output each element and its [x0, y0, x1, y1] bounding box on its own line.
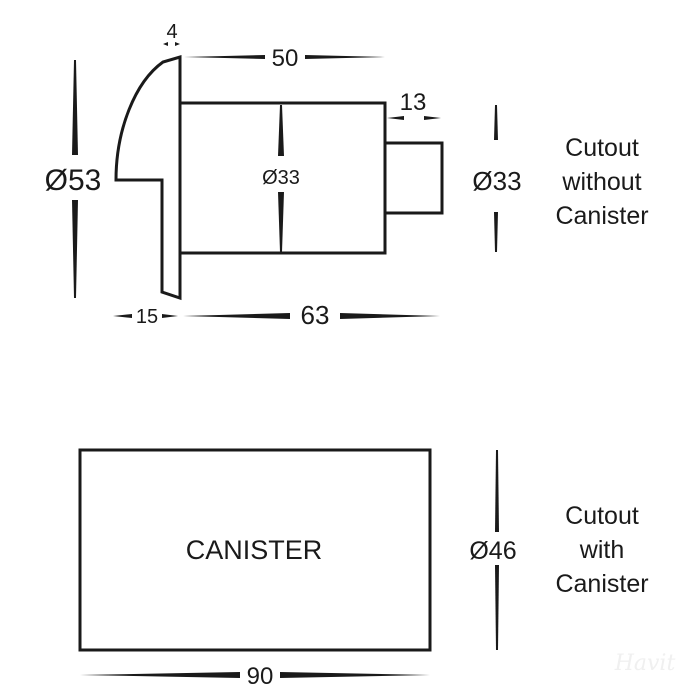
- arrow-right: [175, 42, 180, 46]
- arrow-left: [387, 116, 404, 120]
- dim-15-right: [162, 314, 178, 318]
- caption-with-canister: Cutout with Canister: [555, 502, 648, 598]
- canister-label: CANISTER: [186, 535, 323, 565]
- caption-line-2: with: [579, 536, 624, 564]
- dim-label-63: 63: [301, 300, 330, 330]
- dim-line-bottom: [494, 212, 498, 252]
- dim-body-length: 50: [184, 45, 385, 72]
- flange-outline: [114, 54, 182, 301]
- caption-line-3: Canister: [555, 570, 648, 598]
- dim-line-right: [305, 55, 385, 59]
- dim-line-bottom: [278, 192, 284, 252]
- dim-label-4: 4: [166, 21, 177, 43]
- dim-label-50: 50: [272, 45, 299, 72]
- watermark-logo: Havit: [614, 651, 676, 676]
- dim-63-right: [340, 313, 440, 319]
- arrow-left: [163, 42, 168, 46]
- dim-canister-diameter: Ø46: [469, 450, 517, 650]
- dim-label-90: 90: [247, 663, 274, 690]
- dim-depths: 15 63: [113, 300, 440, 330]
- dim-label-o53: Ø53: [45, 164, 102, 197]
- dim-flange-thickness: 4: [163, 21, 180, 46]
- caption-line-3: Canister: [555, 202, 648, 230]
- dim-line-top: [278, 105, 284, 156]
- dim-line-bottom: [495, 565, 499, 650]
- dim-cutout-diameter-top: Ø33: [472, 105, 522, 252]
- dim-flange-diameter: Ø53: [45, 60, 102, 298]
- dim-line-left: [80, 672, 240, 678]
- dim-15-left: [113, 314, 132, 318]
- product-outline: [114, 54, 444, 301]
- caption-line-2: without: [561, 168, 641, 196]
- dim-body-diameter: Ø33: [262, 105, 300, 252]
- dim-line-bottom: [72, 200, 78, 298]
- dim-line-top: [494, 105, 498, 140]
- dim-label-o33-inner: Ø33: [262, 167, 300, 189]
- dim-label-15: 15: [136, 306, 158, 328]
- dim-label-o46: Ø46: [469, 537, 516, 565]
- dim-rear-length: 13: [387, 89, 441, 120]
- dim-line-left: [184, 55, 265, 59]
- dim-line-top: [495, 450, 499, 532]
- arrow-right: [424, 116, 441, 120]
- caption-line-1: Cutout: [565, 502, 639, 530]
- dim-label-13: 13: [400, 89, 427, 116]
- rear-cylinder: [383, 141, 444, 215]
- caption-without-canister: Cutout without Canister: [555, 134, 648, 230]
- dim-canister-length: 90: [80, 663, 430, 690]
- canister-box: [78, 448, 432, 652]
- dim-line-right: [280, 672, 430, 678]
- dim-label-o33-outer: Ø33: [472, 166, 521, 196]
- dim-63-left: [183, 313, 290, 319]
- caption-line-1: Cutout: [565, 134, 639, 162]
- dim-line-top: [72, 60, 78, 155]
